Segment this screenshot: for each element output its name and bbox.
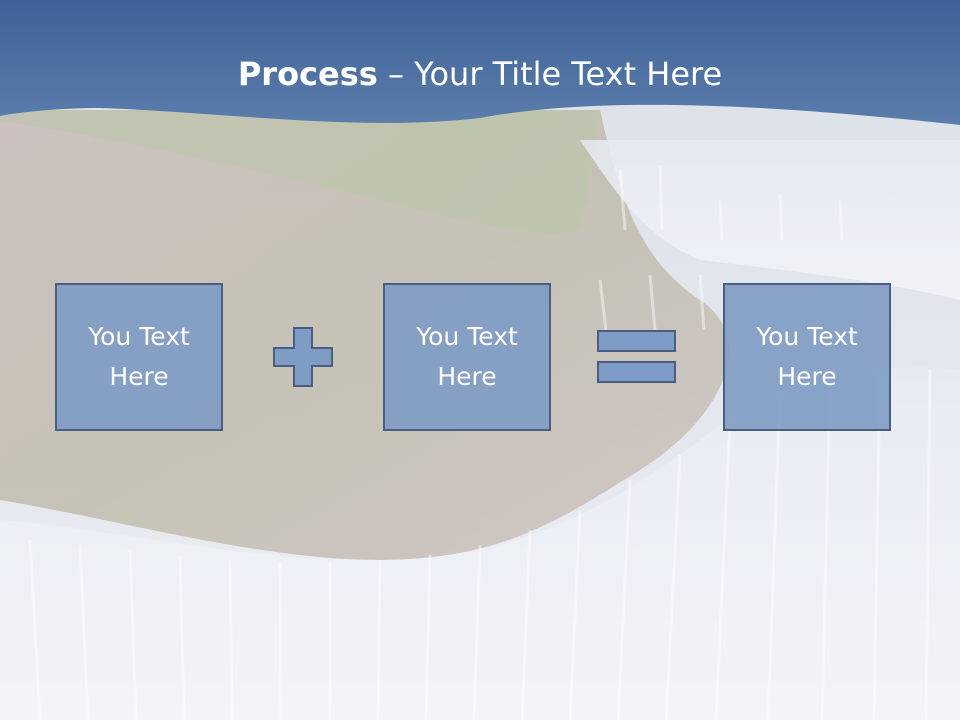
plus-icon [273,327,333,387]
process-box-3: You Text Here [723,283,891,431]
process-box-2-text: You Text Here [416,322,518,391]
process-box-1-text: You Text Here [88,322,190,391]
title-band [0,0,960,125]
title-bold: Process [237,55,378,93]
title-rest: – Your Title Text Here [377,55,723,93]
process-box-2: You Text Here [383,283,551,431]
process-box-3-text: You Text Here [756,322,858,391]
equals-icon [597,330,676,383]
process-box-1: You Text Here [55,283,223,431]
slide-title: Process – Your Title Text Here [0,52,960,96]
